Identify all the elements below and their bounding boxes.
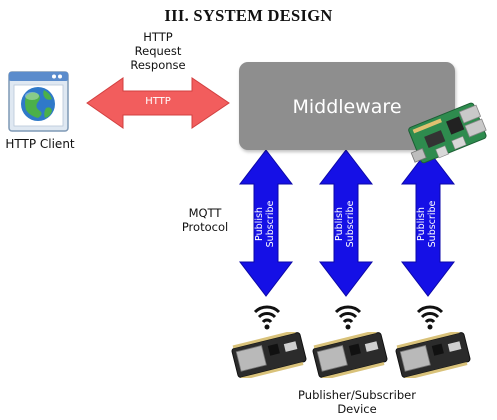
pubsub-text-2: Publish Subscribe: [334, 184, 358, 264]
device-label-line1: Publisher/Subscriber: [262, 388, 452, 402]
http-arrow-text: HTTP: [128, 96, 188, 107]
pubsub-text-2-publish: Publish: [334, 184, 345, 264]
wifi-icon: [418, 307, 442, 329]
pubsub-text-3-publish: Publish: [416, 184, 427, 264]
pubsub-text-2-subscribe: Subscribe: [345, 184, 356, 264]
pubsub-text-3: Publish Subscribe: [416, 184, 440, 264]
iot-device-board-icon: [228, 332, 310, 378]
device-label: Publisher/Subscriber Device: [262, 388, 452, 416]
pubsub-text-1-subscribe: Subscribe: [265, 184, 276, 264]
iot-device-board-icon: [309, 332, 391, 378]
wifi-icon: [336, 307, 360, 329]
http-label-line1: HTTP: [114, 30, 202, 44]
http-label: HTTP Request Response: [114, 30, 202, 72]
mqtt-label-line1: MQTT: [172, 206, 238, 220]
pubsub-text-1-publish: Publish: [254, 184, 265, 264]
pubsub-text-1: Publish Subscribe: [254, 184, 278, 264]
device-label-line2: Device: [262, 402, 452, 416]
pubsub-text-3-subscribe: Subscribe: [427, 184, 438, 264]
mqtt-protocol-label: MQTT Protocol: [172, 206, 238, 234]
http-client-label: HTTP Client: [0, 137, 80, 151]
http-label-line2: Request: [114, 44, 202, 58]
raspberry-pi-board-icon: [404, 100, 490, 164]
http-label-line3: Response: [114, 58, 202, 72]
browser-window-icon: [9, 72, 68, 131]
mqtt-label-line2: Protocol: [172, 220, 238, 234]
iot-device-board-icon: [392, 332, 474, 378]
wifi-icon: [255, 307, 279, 329]
